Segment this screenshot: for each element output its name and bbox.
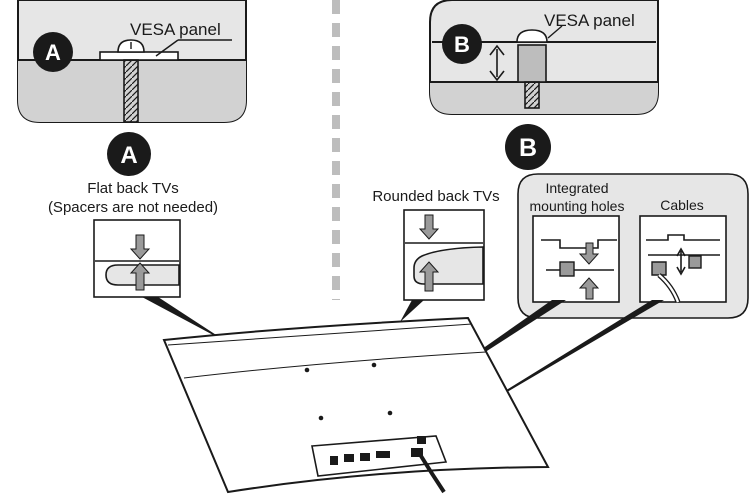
port-icon: [417, 436, 426, 444]
power-cable: [419, 454, 446, 494]
rounded-back-detail-box: [403, 209, 485, 301]
arrow-up-icon: [418, 261, 440, 292]
screw-shaft-a: [123, 59, 139, 123]
screw-head-b: [516, 29, 548, 43]
integrated-cables-panel: [517, 173, 749, 319]
section-a-badge-letter: A: [120, 142, 137, 169]
callout-b-vesa-label: VESA panel: [544, 11, 635, 30]
section-a-badge: [107, 132, 151, 176]
vesa-plate-a: [99, 51, 179, 61]
pointer-rounded-back: [400, 300, 424, 322]
port-icon: [330, 456, 338, 465]
port-icon: [344, 454, 354, 462]
arrow-down-icon: [418, 214, 440, 240]
callout-a-vesa-label: VESA panel: [130, 20, 221, 39]
port-icon: [376, 451, 390, 458]
callout-a-badge: [33, 32, 73, 72]
vesa-hole: [371, 362, 377, 368]
callout-a-badge-letter: A: [45, 40, 61, 65]
vesa-hole: [387, 410, 393, 416]
arrow-up-icon: [129, 262, 151, 291]
port-icon: [411, 448, 423, 457]
port-icon: [360, 453, 370, 461]
arrow-down-icon: [129, 234, 151, 260]
cables-box: [639, 215, 727, 303]
gap-arrow-cables: [676, 247, 686, 276]
vesa-hole: [304, 367, 310, 373]
cable-plug-icon: [651, 261, 667, 276]
gap-arrow-b: [489, 44, 505, 82]
screw-shaft-b: [524, 81, 540, 109]
arrow-down-icon: [578, 242, 600, 265]
rounded-back-title: Rounded back TVs: [372, 188, 499, 205]
spacers-note: (Spacers are not needed): [48, 199, 218, 216]
integrated-holes-label-2: mounting holes: [530, 198, 625, 214]
spacer-b: [517, 44, 547, 83]
cables-label: Cables: [660, 197, 704, 213]
pointer-flat-back: [142, 297, 230, 344]
arrow-up-icon: [578, 277, 600, 300]
vesa-hole: [318, 415, 324, 421]
flat-back-title: Flat back TVs: [87, 180, 178, 197]
flat-back-detail-box: [93, 219, 181, 298]
tv-back: [162, 316, 550, 494]
callout-a-panel: VESA panel A: [17, 0, 247, 123]
integrated-holes-label-1: Integrated: [545, 180, 608, 196]
section-b-badge-letter: B: [519, 134, 537, 162]
section-b-badge: [505, 124, 551, 170]
integrated-holes-box: [532, 215, 620, 303]
callout-b-badge-letter: B: [454, 32, 470, 57]
callout-b-panel: VESA panel B: [429, 0, 659, 115]
callout-b-badge: [442, 24, 482, 64]
